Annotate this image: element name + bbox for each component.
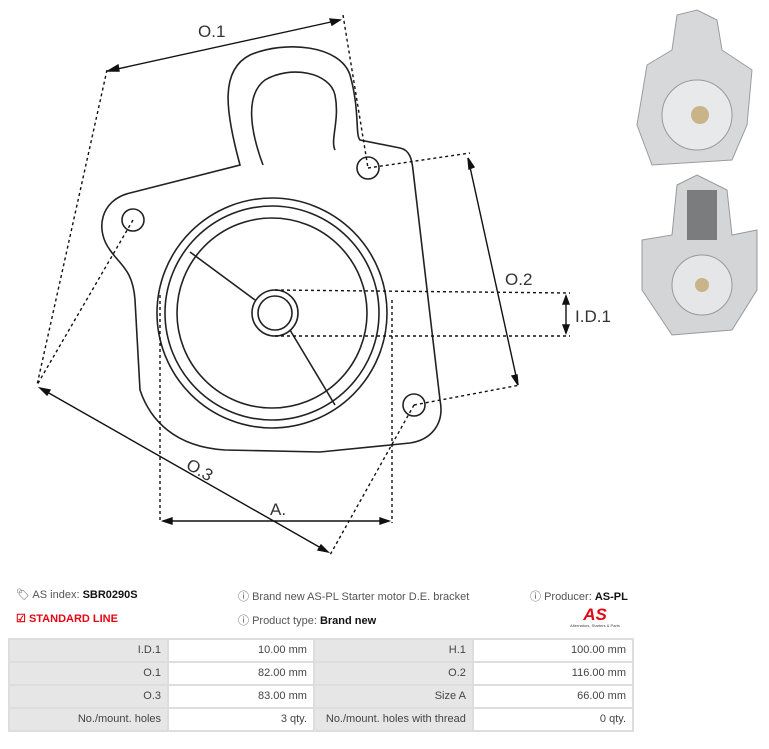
info-icon: ⓘ bbox=[238, 615, 249, 627]
label-o3: O.3 bbox=[183, 455, 216, 485]
spec-label: No./mount. holes bbox=[8, 707, 169, 732]
as-pl-logo: AS Alternators, Starters & Parts bbox=[570, 605, 620, 628]
product-photo-side bbox=[641, 174, 758, 336]
spec-value: 10.00 mm bbox=[167, 638, 315, 663]
spec-value: 82.00 mm bbox=[167, 661, 315, 686]
spec-value: 100.00 mm bbox=[471, 638, 635, 663]
label-o1: O.1 bbox=[198, 22, 225, 41]
bracket-outline bbox=[101, 46, 442, 453]
info-icon: ⓘ bbox=[238, 591, 249, 603]
spec-label: No./mount. holes with thread bbox=[312, 707, 474, 732]
spec-value: 116.00 mm bbox=[471, 661, 635, 686]
standard-line-badge: ☑ STANDARD LINE bbox=[16, 613, 118, 625]
product-type: ⓘ Product type: Brand new bbox=[238, 615, 377, 627]
spec-label: O.3 bbox=[8, 684, 169, 709]
spec-value: 0 qty. bbox=[471, 707, 635, 732]
product-photo-front bbox=[636, 9, 753, 166]
spec-label: O.1 bbox=[8, 661, 169, 686]
description: ⓘ Brand new AS-PL Starter motor D.E. bra… bbox=[238, 591, 470, 603]
label-id1: I.D.1 bbox=[575, 307, 611, 326]
checkbox-icon: ☑ bbox=[16, 613, 26, 625]
label-o2: O.2 bbox=[505, 270, 532, 289]
technical-drawing: O.1 O.2 O.3 I.D.1 A. bbox=[36, 14, 611, 556]
producer: ⓘ Producer: AS-PL bbox=[530, 591, 628, 603]
info-icon: ⓘ bbox=[530, 591, 541, 603]
spec-value: 83.00 mm bbox=[167, 684, 315, 709]
spec-value: 66.00 mm bbox=[471, 684, 635, 709]
tag-icon: 🏷 bbox=[16, 589, 30, 601]
spec-value: 3 qty. bbox=[167, 707, 315, 732]
spec-label: O.2 bbox=[312, 661, 474, 686]
spec-label: Size A bbox=[312, 684, 474, 709]
label-a: A. bbox=[270, 500, 286, 519]
as-index: 🏷 AS index: SBR0290S bbox=[16, 589, 138, 601]
spec-label: I.D.1 bbox=[8, 638, 169, 663]
spec-label: H.1 bbox=[312, 638, 474, 663]
